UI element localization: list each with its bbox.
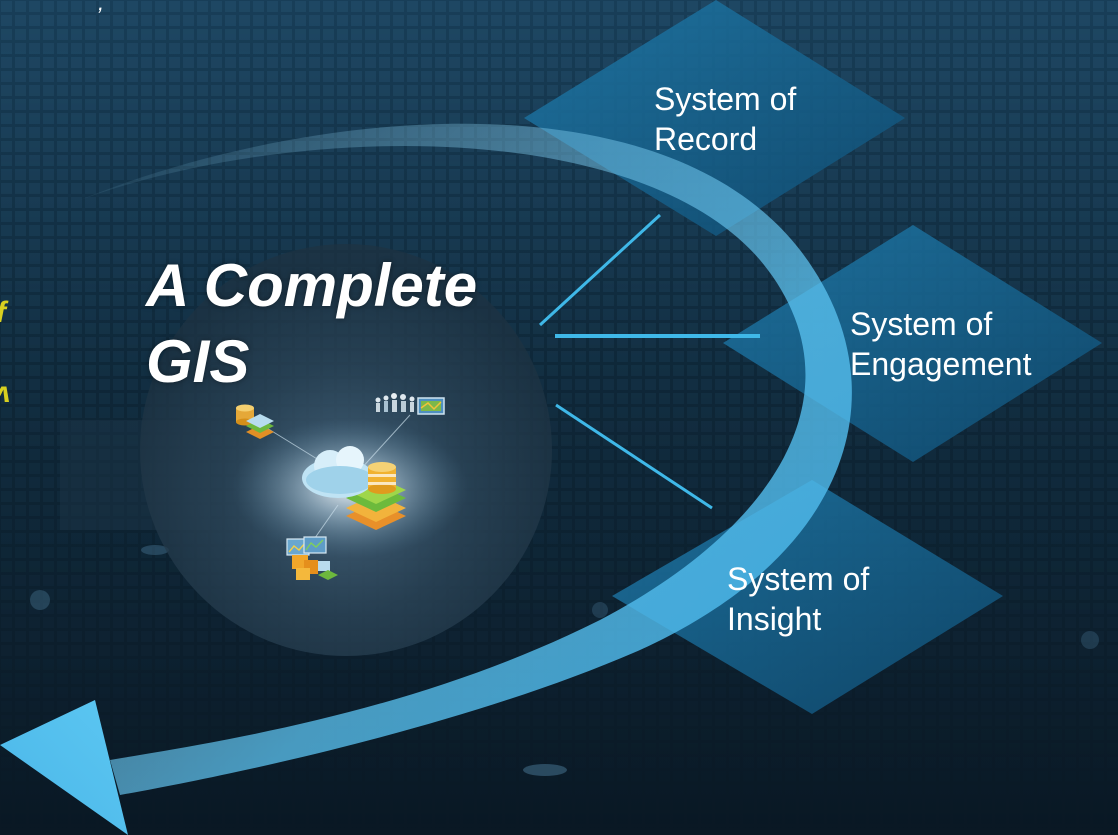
main-title-line-2: GIS (146, 328, 250, 395)
connector-record (538, 213, 662, 327)
label-line-1: System of (850, 306, 993, 342)
label-system-of-insight: System of Insight (727, 559, 869, 639)
label-line-2: Engagement (850, 346, 1032, 382)
people-map-icon (375, 393, 445, 415)
main-title: A Complete GIS (146, 248, 477, 400)
label-system-of-record: System of Record (654, 79, 796, 159)
cut-off-text-fragment: ʌ (0, 376, 11, 409)
cycle-arrow-body (80, 123, 852, 795)
cycle-arrow-head (0, 700, 128, 835)
background-dot (523, 764, 567, 776)
label-line-1: System of (654, 81, 797, 117)
cut-off-text-fragment: f (0, 296, 9, 329)
diamond-system-of-insight (612, 480, 1003, 714)
icon-link (359, 414, 411, 471)
cut-off-text-fragment: , (98, 0, 104, 15)
background-dot (141, 545, 169, 555)
background-dot (1081, 631, 1099, 649)
analytics-boxes-icon (286, 536, 338, 580)
background-dot (30, 590, 50, 610)
label-line-2: Insight (727, 601, 822, 637)
connector-insight (555, 403, 713, 510)
main-title-line-1: A Complete (146, 252, 478, 319)
database-layers-icon (236, 404, 274, 439)
diamond-system-of-record (524, 0, 905, 236)
label-system-of-engagement: System of Engagement (850, 304, 1031, 384)
label-line-2: Record (654, 121, 758, 157)
label-line-1: System of (727, 561, 870, 597)
background-dot (592, 602, 608, 618)
cloud-database-layers-icon (302, 446, 406, 530)
